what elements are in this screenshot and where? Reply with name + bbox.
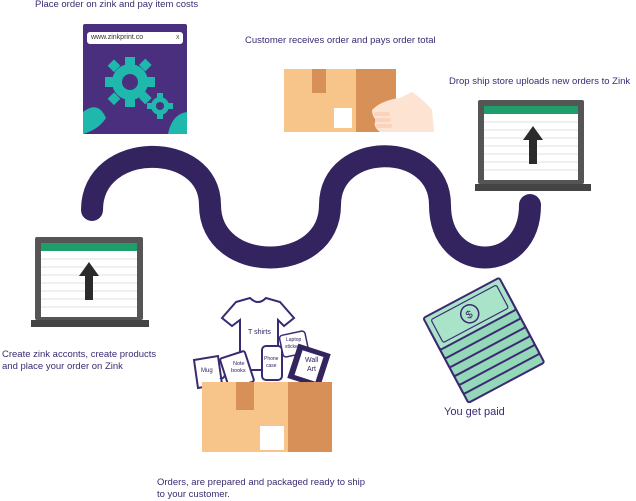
- winding-path: [81, 145, 541, 269]
- caption-create-accounts-1: Create zink acconts, create products: [2, 349, 157, 360]
- product-label-phone-2: case: [266, 363, 277, 369]
- product-label-tshirt: T shirts: [248, 329, 271, 336]
- product-label-notebooks-1: Note: [233, 361, 245, 367]
- product-label-notebooks-2: books: [231, 368, 246, 374]
- product-label-stickers-1: Laptop: [286, 337, 302, 343]
- caption-drop-ship-uploads: Drop ship store uploads new orders to Zi…: [449, 76, 631, 87]
- product-label-wallart-1: Wall: [305, 357, 319, 364]
- product-label-mug: Mug: [201, 368, 213, 374]
- product-label-phone-1: Phone: [264, 356, 279, 362]
- dollar-icon: $: [464, 308, 475, 321]
- caption-create-accounts-2: and place your order on Zink: [2, 361, 123, 372]
- caption-place-order: Place order on zink and pay item costs: [35, 0, 199, 10]
- browser-url: www.zinkprint.co: [91, 34, 144, 41]
- caption-customer-receives: Customer receives order and pays order t…: [245, 35, 436, 46]
- caption-orders-prepared-2: to your customer.: [157, 489, 230, 500]
- caption-get-paid: You get paid: [444, 406, 505, 418]
- product-label-stickers-2: stickers: [285, 344, 302, 350]
- caption-orders-prepared-1: Orders, are prepared and packaged ready …: [157, 477, 366, 488]
- product-label-wallart-2: Art: [307, 366, 316, 373]
- browser-close-icon: x: [176, 34, 180, 41]
